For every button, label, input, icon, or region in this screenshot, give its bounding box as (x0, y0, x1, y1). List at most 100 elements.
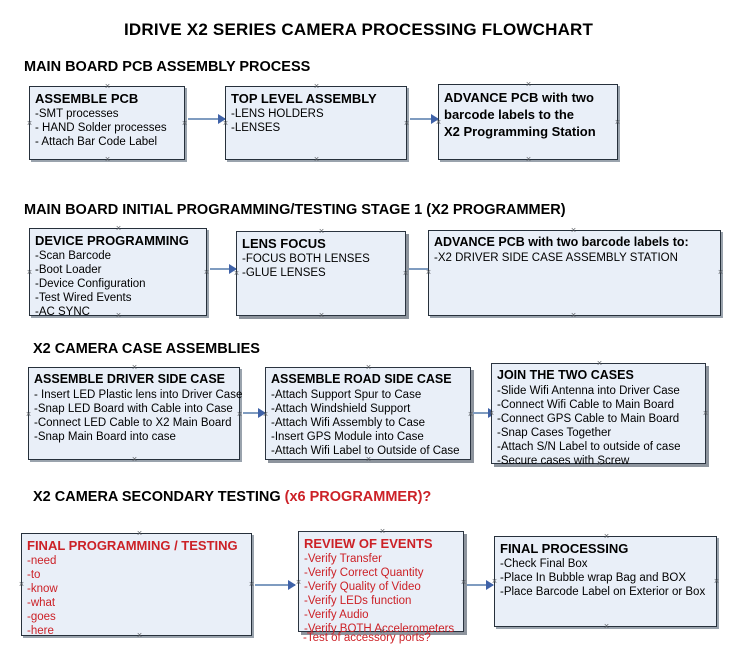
connector-handle-top[interactable] (115, 225, 122, 232)
node-line: - Insert LED Plastic lens into Driver Ca… (34, 389, 243, 401)
connector-handle-right[interactable] (614, 119, 621, 126)
node-line: -Device Configuration (35, 278, 146, 290)
node-line: -Insert GPS Module into Case (271, 431, 424, 443)
node-final-processing[interactable]: FINAL PROCESSING -Check Final Box -Place… (494, 536, 717, 627)
connector-arrow (255, 580, 296, 590)
node-line: -SMT processes (35, 108, 119, 120)
section-heading-1: MAIN BOARD PCB ASSEMBLY PROCESS (24, 59, 311, 75)
connector-handle-right[interactable] (248, 581, 255, 588)
connector-handle-top[interactable] (104, 83, 111, 90)
connector-handle-top[interactable] (525, 81, 532, 88)
connector-shaft (188, 118, 225, 120)
node-line: -what (27, 597, 56, 609)
connector-handle-top[interactable] (596, 360, 603, 367)
node-line: ADVANCE PCB with two (444, 90, 594, 105)
node-line: -Attach Wifi Assembly to Case (271, 417, 426, 429)
connector-handle-left[interactable] (25, 411, 32, 418)
connector-handle-right[interactable] (402, 270, 409, 277)
node-device-programming[interactable]: DEVICE PROGRAMMING -Scan Barcode -Boot L… (26, 225, 210, 318)
connector-handle-bottom[interactable] (104, 156, 111, 163)
arrowhead-icon (486, 580, 494, 590)
node-assemble-road-side-case[interactable]: ASSEMBLE ROAD SIDE CASE -Attach Support … (265, 367, 471, 460)
node-top-level-assembly[interactable]: TOP LEVEL ASSEMBLY -LENS HOLDERS -LENSES (225, 86, 407, 160)
connector-handle-top[interactable] (313, 83, 320, 90)
node-line: -Attach S/N Label to outside of case (497, 441, 681, 453)
connector-handle-right[interactable] (460, 579, 467, 586)
node-line: - HAND Solder processes (35, 122, 167, 134)
connector-shaft (410, 118, 438, 120)
connector-arrow (210, 264, 237, 274)
node-line: -goes (27, 611, 56, 623)
connector-arrow (410, 114, 439, 124)
node-title: JOIN THE TWO CASES (497, 368, 634, 382)
connector-handle-top[interactable] (603, 533, 610, 540)
connector-handle-right[interactable] (236, 411, 243, 418)
node-assemble-driver-side-case[interactable]: ASSEMBLE DRIVER SIDE CASE - Insert LED P… (25, 364, 243, 463)
node-line: -Connect Wifi Cable to Main Board (497, 399, 675, 411)
arrowhead-icon (288, 580, 296, 590)
node-line: -Verify LEDs function (304, 595, 412, 607)
node-advance-pcb-programming-station[interactable]: ADVANCE PCB with two barcode labels to t… (438, 84, 618, 160)
connector-handle-left[interactable] (26, 269, 33, 276)
arrowhead-icon (229, 264, 237, 274)
section-heading-4-text: X2 CAMERA SECONDARY TESTING (33, 489, 285, 505)
section-heading-4: X2 CAMERA SECONDARY TESTING (x6 PROGRAMM… (33, 489, 431, 505)
node-line: -Snap Main Board into case (34, 431, 176, 443)
connector-handle-top[interactable] (379, 528, 386, 535)
connector-handle-right[interactable] (403, 120, 410, 127)
connector-handle-bottom[interactable] (318, 312, 325, 319)
section-heading-2: MAIN BOARD INITIAL PROGRAMMING/TESTING S… (24, 202, 566, 218)
node-line: -X2 DRIVER SIDE CASE ASSEMBLY STATION (434, 252, 678, 264)
node-final-programming-testing[interactable]: FINAL PROGRAMMING / TESTING -need -to -k… (18, 530, 255, 637)
node-join-the-two-cases[interactable]: JOIN THE TWO CASES -Slide Wifi Antenna i… (491, 360, 709, 467)
connector-shaft (255, 584, 295, 586)
node-advance-pcb-driver-side-case[interactable]: ADVANCE PCB with two barcode labels to: … (428, 230, 721, 316)
node-lens-focus[interactable]: LENS FOCUS -FOCUS BOTH LENSES -GLUE LENS… (236, 231, 406, 316)
node-line: -Attach Windshield Support (271, 403, 411, 415)
node-review-of-events[interactable]: REVIEW OF EVENTS -Verify Transfer -Verif… (295, 528, 467, 635)
connector-shaft (243, 412, 265, 414)
connector-handle-bottom[interactable] (525, 156, 532, 163)
connector-handle-top[interactable] (570, 227, 577, 234)
node-line: -Attach Support Spur to Case (271, 389, 422, 401)
connector-handle-left[interactable] (26, 120, 33, 127)
connector-handle-top[interactable] (365, 364, 372, 371)
connector-shaft (473, 412, 495, 414)
connector-handle-left[interactable] (18, 581, 25, 588)
connector-arrow (467, 580, 494, 590)
node-title: ADVANCE PCB with two barcode labels to: (434, 235, 689, 249)
node-assemble-pcb[interactable]: ASSEMBLE PCB -SMT processes - HAND Solde… (29, 86, 185, 160)
node-line: -LENS HOLDERS (231, 108, 324, 120)
connector-shaft (409, 268, 437, 270)
node-line: -Verify Quality of Video (304, 581, 421, 593)
connector-handle-right[interactable] (203, 269, 210, 276)
node-line: -GLUE LENSES (242, 267, 326, 279)
node-line: -Test Wired Events (35, 292, 132, 304)
node-line: -FOCUS BOTH LENSES (242, 253, 370, 265)
connector-handle-bottom[interactable] (570, 312, 577, 319)
connector-handle-right[interactable] (713, 578, 720, 585)
node-line: -Connect LED Cable to X2 Main Board (34, 417, 232, 429)
connector-handle-bottom[interactable] (603, 623, 610, 630)
connector-handle-bottom[interactable] (131, 456, 138, 463)
node-line: -know (27, 583, 58, 595)
connector-handle-top[interactable] (131, 364, 138, 371)
node-line: -Scan Barcode (35, 250, 112, 262)
arrowhead-icon (431, 114, 439, 124)
connector-handle-right[interactable] (717, 269, 724, 276)
connector-handle-right[interactable] (181, 120, 188, 127)
connector-handle-top[interactable] (136, 530, 143, 537)
arrowhead-icon (258, 408, 266, 418)
arrowhead-icon (218, 114, 226, 124)
connector-handle-bottom[interactable] (313, 156, 320, 163)
connector-handle-right[interactable] (702, 410, 709, 417)
node-review-of-events-overflow-line: -Test of accessory ports? (303, 632, 431, 644)
connector-handle-left[interactable] (295, 579, 302, 586)
page-title: IDRIVE X2 SERIES CAMERA PROCESSING FLOWC… (124, 20, 594, 39)
connector-shaft (467, 584, 493, 586)
section-heading-4-note: (x6 PROGRAMMER)? (284, 489, 432, 505)
node-line: -Attach Wifi Label to Outside of Case (271, 445, 460, 457)
connector-handle-top[interactable] (318, 228, 325, 235)
node-title: FINAL PROGRAMMING / TESTING (27, 538, 238, 553)
node-title: LENS FOCUS (242, 236, 326, 251)
